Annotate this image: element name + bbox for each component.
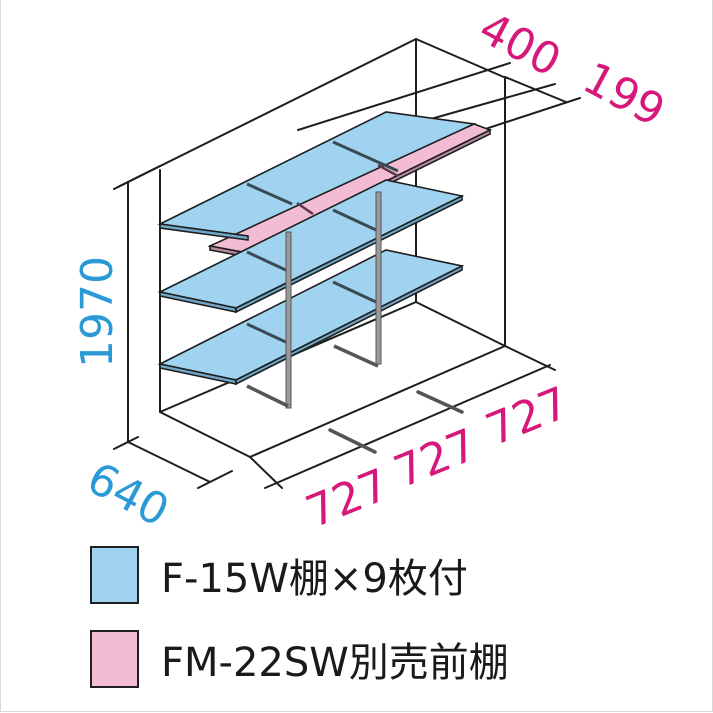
shelf-tier-middle <box>157 179 465 314</box>
legend-item-standard-shelf: F-15W棚×9枚付 <box>90 540 509 610</box>
shelf-tier-bottom <box>157 249 465 386</box>
legend-label: FM-22SW別売前棚 <box>161 640 509 686</box>
storage-box-outline <box>113 38 581 489</box>
shelf-posts <box>246 191 382 409</box>
width-dimension-1: 727 <box>299 459 396 538</box>
depth-dimension: 640 <box>79 453 177 537</box>
shelf-depth-dimension: 400 <box>471 3 569 87</box>
width-dimension-2: 727 <box>387 419 484 498</box>
legend-item-front-shelf: FM-22SW別売前棚 <box>90 624 509 694</box>
height-dimension: 1970 <box>72 256 123 368</box>
shelf-diagram: 1970 640 727 727 727 400 199 <box>72 3 673 539</box>
pink-swatch <box>90 630 139 688</box>
legend: F-15W棚×9枚付 FM-22SW別売前棚 <box>90 540 509 694</box>
light-blue-swatch <box>90 546 139 604</box>
front-shelf-depth-dimension: 199 <box>575 53 673 137</box>
legend-label: F-15W棚×9枚付 <box>161 556 468 602</box>
